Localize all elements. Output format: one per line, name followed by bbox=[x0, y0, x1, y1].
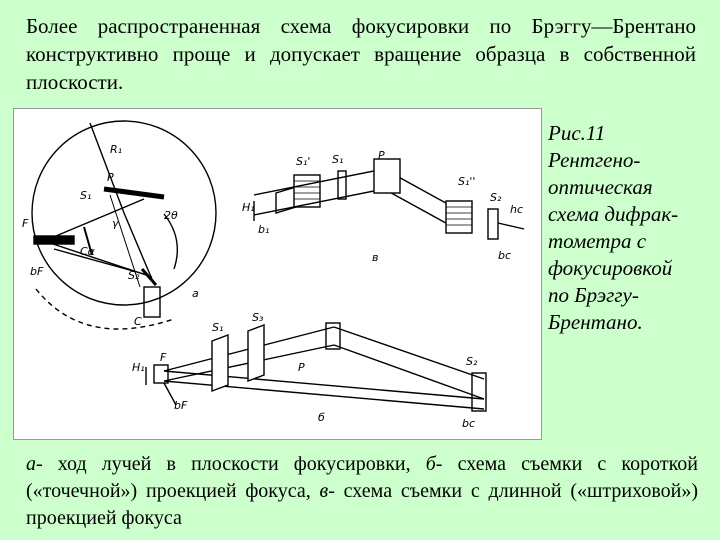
label-hc: hc bbox=[510, 203, 523, 216]
label-Hb: H₁ bbox=[132, 361, 145, 374]
label-Ca: Cα bbox=[80, 245, 96, 258]
dashed-arc bbox=[35, 288, 175, 330]
diagram-svg: R₁ S₁ P γ F C S₂ bF Cα а 2θ S₁' S₁ P S₁'… bbox=[22, 120, 525, 430]
label-R1: R₁ bbox=[110, 143, 122, 156]
label-bF: bF bbox=[30, 265, 44, 278]
label-bc: bc bbox=[498, 249, 511, 262]
radius-line bbox=[89, 122, 125, 214]
label-2theta: 2θ bbox=[164, 209, 178, 222]
caption-line: схема дифрак- bbox=[548, 202, 679, 226]
label-S2: S₂ bbox=[128, 269, 140, 282]
label-Pb: P bbox=[298, 361, 305, 374]
figure-caption: Рис.11 Рентгено- оптическая схема дифрак… bbox=[548, 120, 708, 336]
label-F: F bbox=[22, 217, 29, 230]
label-Sab: S₃ bbox=[252, 311, 264, 324]
caption-line: Рентгено- bbox=[548, 148, 641, 172]
slit-s3b bbox=[247, 323, 265, 383]
caption-line: фокусировкой bbox=[548, 256, 673, 280]
label-a: а bbox=[192, 287, 199, 300]
label-Fb: F bbox=[160, 351, 167, 364]
caption-line: Брентано. bbox=[548, 310, 643, 334]
label-v: в bbox=[372, 251, 378, 264]
focus-tube bbox=[33, 235, 75, 245]
caption-line: по Брэггу- bbox=[548, 283, 639, 307]
label-bcb: bc bbox=[462, 417, 475, 430]
focusing-circle bbox=[31, 120, 217, 306]
label-d: б bbox=[318, 411, 325, 424]
legend-label-a: а- bbox=[26, 453, 43, 475]
label-H1: H₁ bbox=[242, 201, 255, 214]
label-bFb: bF bbox=[174, 399, 188, 412]
legend-label-v: в- bbox=[319, 480, 335, 502]
counter-tube bbox=[143, 286, 161, 318]
legend-text-v: схема съемки с длинной («штриховой») про… bbox=[26, 480, 698, 529]
label-C: C bbox=[134, 315, 142, 328]
label-P: P bbox=[107, 171, 114, 184]
caption-line: тометра с bbox=[548, 229, 647, 253]
label-Y: γ bbox=[112, 217, 119, 230]
slit-s1b bbox=[211, 333, 229, 393]
label-S2b: S₂ bbox=[466, 355, 478, 368]
label-Pv: P bbox=[378, 149, 385, 162]
label-S1pp: S₁'' bbox=[458, 175, 475, 188]
label-b1: b₁ bbox=[258, 223, 269, 236]
intro-paragraph: Более распространенная схема фокусировки… bbox=[26, 14, 696, 94]
caption-line: оптическая bbox=[548, 175, 653, 199]
figure-legend: а- ход лучей в плоскости фокусировки, б-… bbox=[26, 451, 698, 532]
figure-diagram: R₁ S₁ P γ F C S₂ bF Cα а 2θ S₁' S₁ P S₁'… bbox=[13, 108, 542, 440]
legend-text-a: ход лучей в плоскости фокусировки, bbox=[42, 453, 426, 475]
caption-line: Рис.11 bbox=[548, 121, 606, 145]
sample-plate bbox=[103, 186, 165, 200]
label-Sa: S₁ bbox=[80, 189, 91, 202]
label-S1p: S₁' bbox=[296, 155, 310, 168]
legend-label-b: б- bbox=[425, 453, 443, 475]
label-S2v: S₂ bbox=[490, 191, 502, 204]
legend-text-b: схема съемки с короткой («точечной») про… bbox=[26, 453, 698, 502]
label-S1: S₁ bbox=[332, 153, 343, 166]
label-S1b: S₁ bbox=[212, 321, 223, 334]
